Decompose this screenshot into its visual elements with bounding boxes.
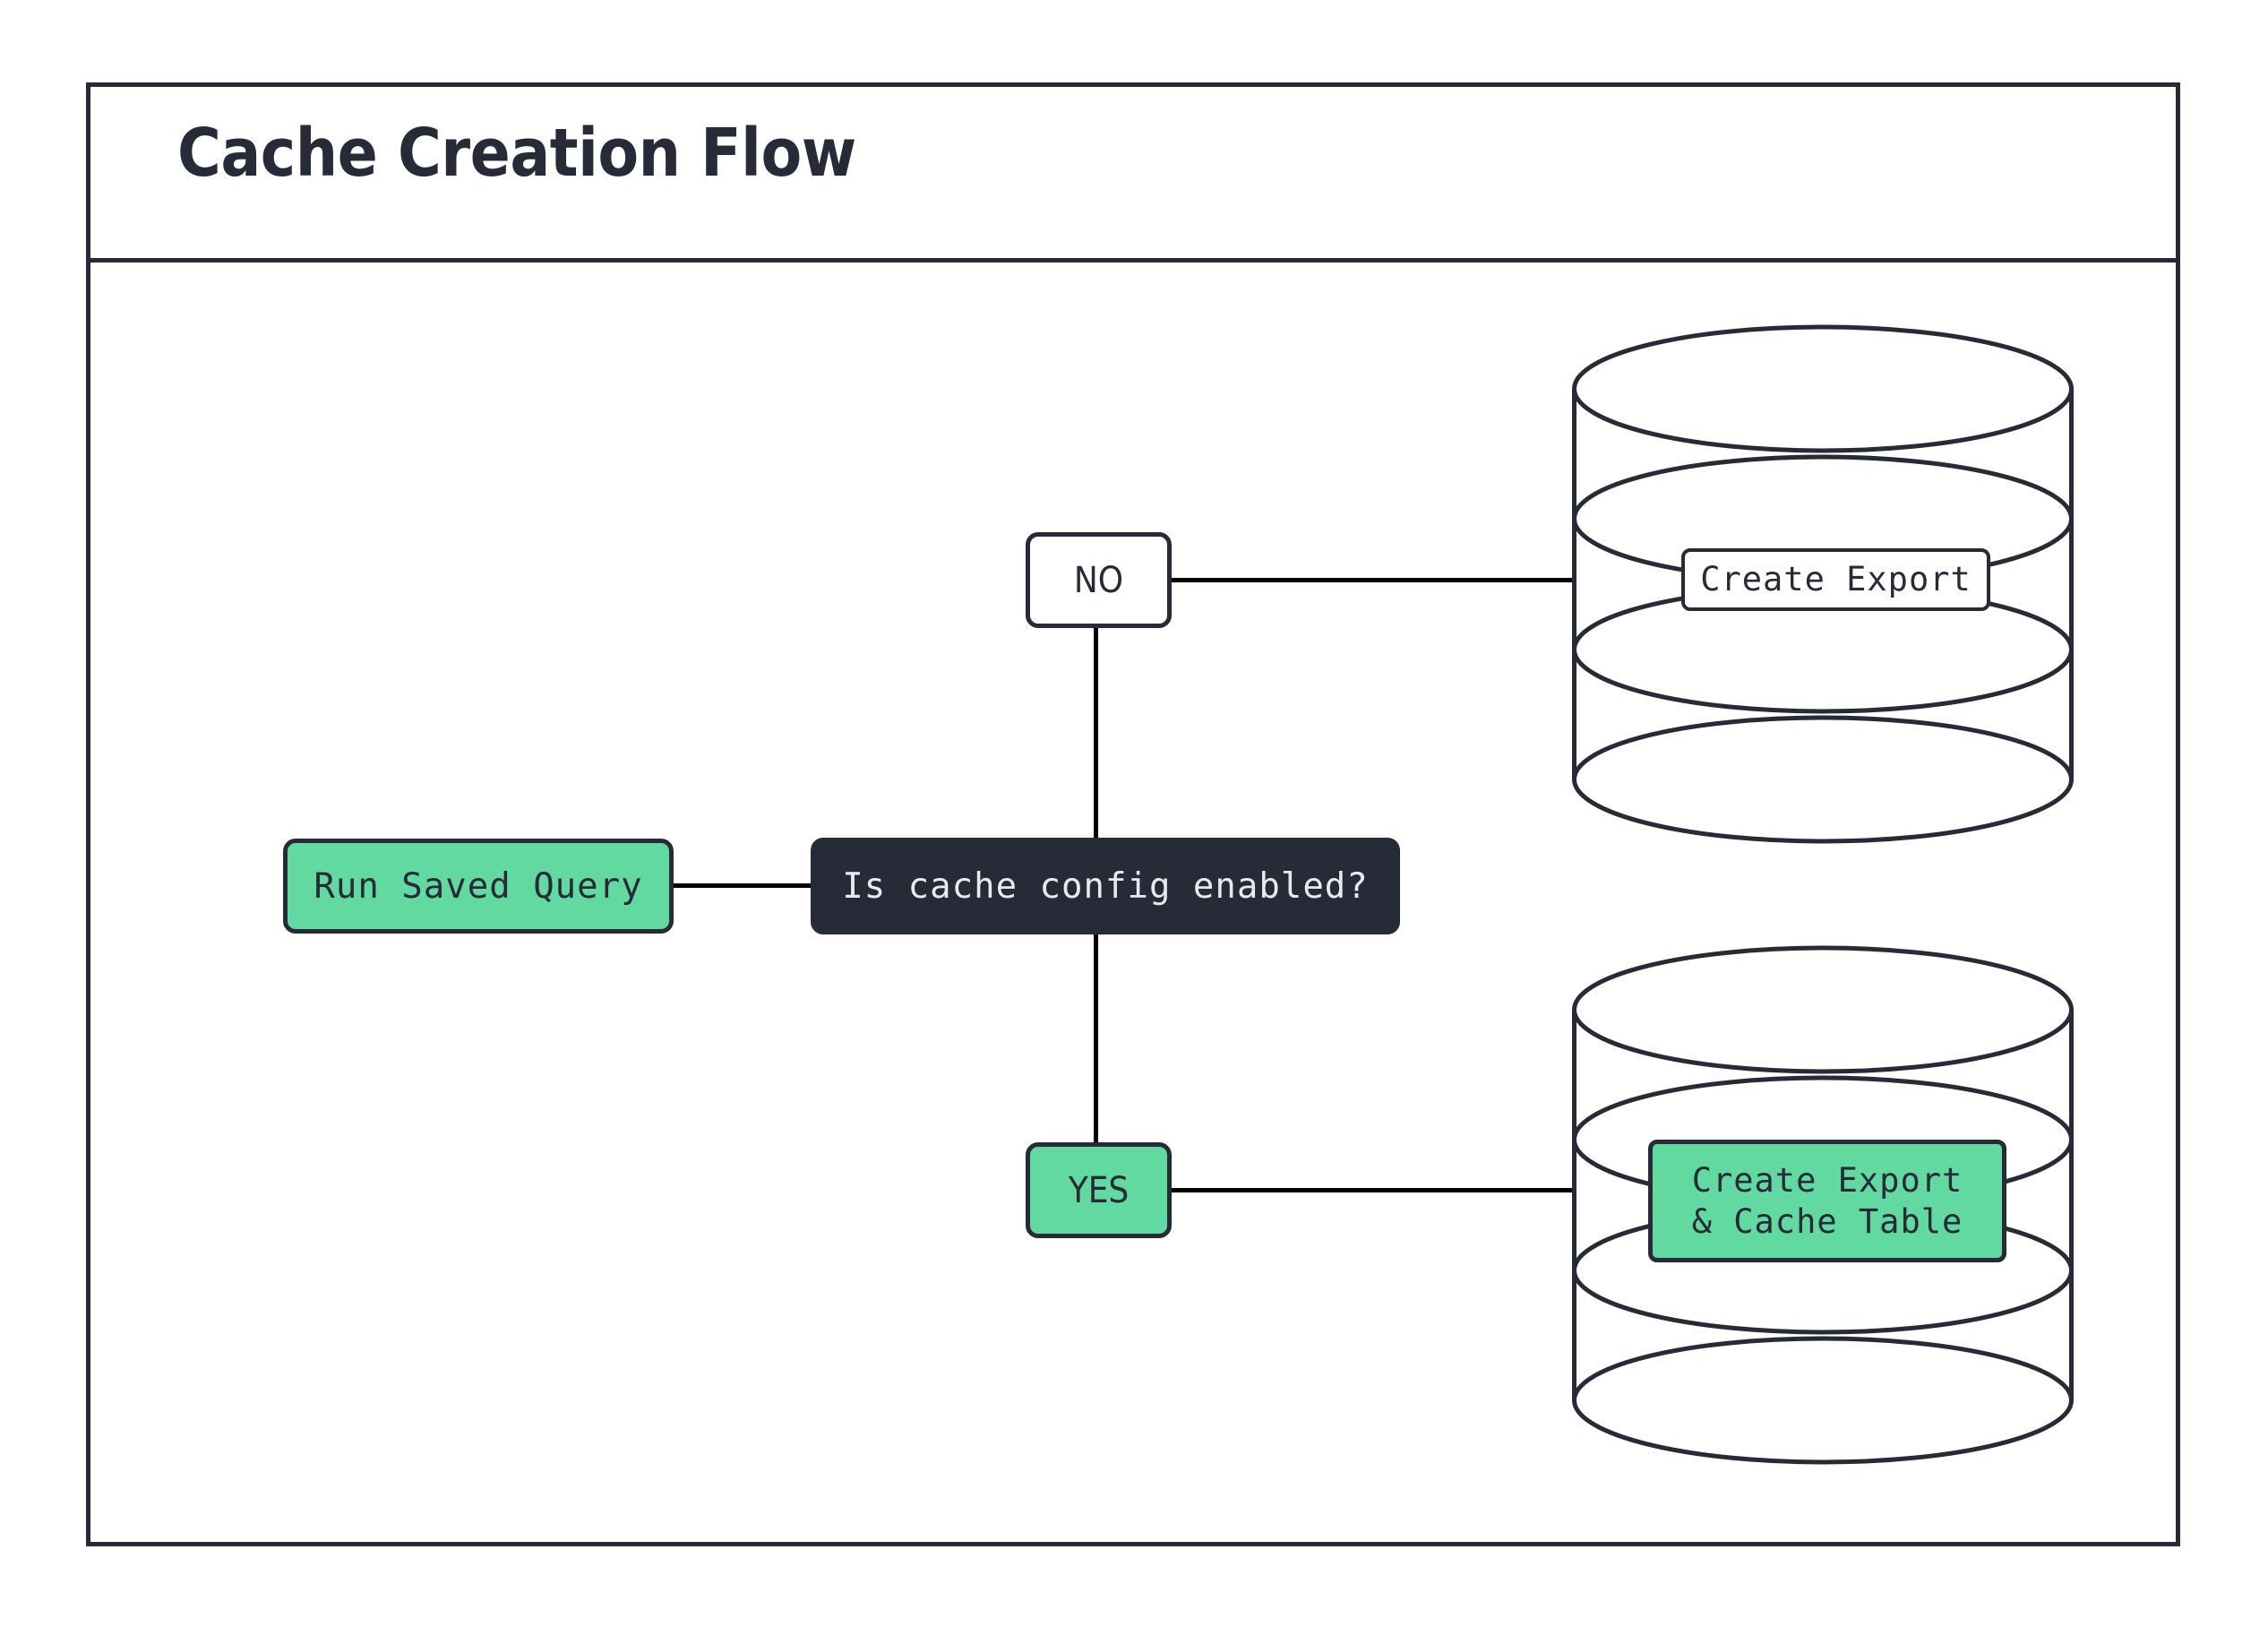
edge-decision-to-yes [1094,932,1098,1147]
edge-yes-to-database-bottom [1169,1188,1576,1192]
database-bottom-label: Create Export & Cache Table [1648,1140,2006,1262]
edge-decision-to-no [1094,625,1098,840]
page-title: Cache Creation Flow [177,115,856,192]
diagram-header-band [86,82,2180,263]
node-run-saved-query[interactable]: Run Saved Query [283,839,674,934]
node-branch-no[interactable]: NO [1026,532,1172,628]
database-top-label: Create Export [1681,548,1990,611]
node-branch-yes[interactable]: YES [1026,1142,1172,1238]
edge-run-saved-query-to-decision [674,883,812,888]
edge-no-to-database-top [1169,578,1576,582]
node-decision-cache-config[interactable]: Is cache config enabled? [811,838,1400,934]
